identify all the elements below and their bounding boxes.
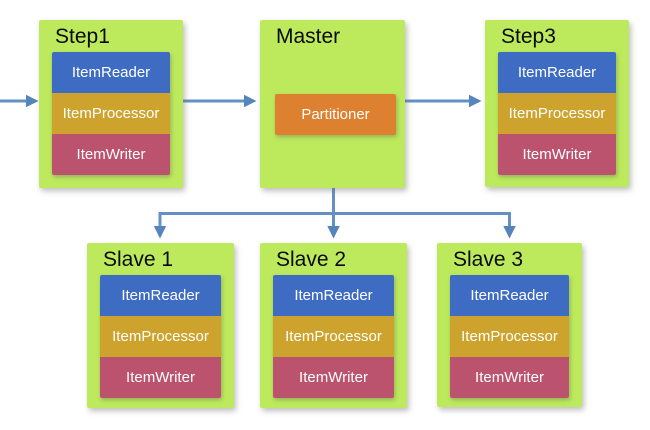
- component-itemreader: ItemReader: [498, 52, 616, 93]
- component-itemreader: ItemReader: [52, 52, 170, 93]
- node-slave1: Slave 1 ItemReader ItemProcessor ItemWri…: [87, 243, 234, 408]
- node-master: Master Partitioner: [260, 20, 405, 188]
- component-itemwriter: ItemWriter: [498, 134, 616, 175]
- component-stack: ItemReader ItemProcessor ItemWriter: [498, 52, 616, 175]
- component-itemprocessor: ItemProcessor: [52, 93, 170, 134]
- component-stack: ItemReader ItemProcessor ItemWriter: [450, 275, 569, 398]
- component-itemprocessor: ItemProcessor: [498, 93, 616, 134]
- node-step3: Step3 ItemReader ItemProcessor ItemWrite…: [485, 20, 629, 187]
- node-slave1-title: Slave 1: [103, 248, 174, 271]
- component-itemreader: ItemReader: [450, 275, 569, 316]
- component-itemwriter: ItemWriter: [100, 357, 221, 398]
- component-itemprocessor: ItemProcessor: [273, 316, 394, 357]
- node-slave2: Slave 2 ItemReader ItemProcessor ItemWri…: [260, 243, 407, 408]
- component-stack: ItemReader ItemProcessor ItemWriter: [100, 275, 221, 398]
- node-step1: Step1 ItemReader ItemProcessor ItemWrite…: [39, 20, 183, 188]
- component-itemwriter: ItemWriter: [52, 134, 170, 175]
- component-itemprocessor: ItemProcessor: [100, 316, 221, 357]
- component-itemprocessor: ItemProcessor: [450, 316, 569, 357]
- node-slave3-title: Slave 3: [453, 248, 524, 271]
- node-master-title: Master: [276, 25, 341, 48]
- node-slave2-title: Slave 2: [276, 248, 347, 271]
- component-stack: ItemReader ItemProcessor ItemWriter: [52, 52, 170, 175]
- component-partitioner: Partitioner: [275, 94, 396, 135]
- component-stack: ItemReader ItemProcessor ItemWriter: [273, 275, 394, 398]
- node-step3-title: Step3: [501, 25, 556, 48]
- component-itemwriter: ItemWriter: [273, 357, 394, 398]
- component-itemreader: ItemReader: [100, 275, 221, 316]
- node-slave3: Slave 3 ItemReader ItemProcessor ItemWri…: [437, 243, 582, 407]
- component-itemreader: ItemReader: [273, 275, 394, 316]
- component-itemwriter: ItemWriter: [450, 357, 569, 398]
- node-step1-title: Step1: [55, 25, 110, 48]
